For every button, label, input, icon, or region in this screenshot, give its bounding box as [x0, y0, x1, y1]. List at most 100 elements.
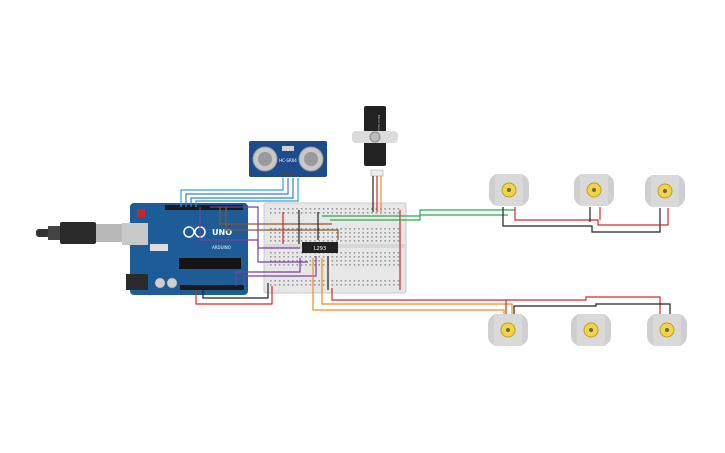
breadboard-hole [305, 208, 307, 210]
breadboard-hole [292, 280, 294, 282]
breadboard-hole [380, 240, 382, 242]
breadboard-hole [305, 212, 307, 214]
breadboard-hole [384, 264, 386, 266]
breadboard-hole [340, 240, 342, 242]
breadboard-hole [393, 284, 395, 286]
breadboard-hole [393, 240, 395, 242]
motor-bottom-1 [488, 314, 528, 346]
breadboard-hole [375, 240, 378, 242]
ic-label: L293 [314, 246, 326, 252]
breadboard-hole [384, 232, 386, 234]
breadboard-hole [393, 264, 395, 266]
breadboard-hole [270, 228, 272, 230]
breadboard-hole [362, 252, 364, 254]
breadboard-hole [278, 256, 281, 258]
breadboard-hole [318, 264, 320, 266]
breadboard-hole [353, 260, 356, 262]
breadboard-hole [340, 256, 342, 258]
ultrasonic-model-label: HC-SR04 [279, 158, 297, 163]
breadboard-hole [283, 260, 285, 262]
breadboard-hole [274, 280, 276, 282]
breadboard-hole [388, 260, 391, 262]
breadboard-hole [344, 240, 347, 242]
breadboard-hole [318, 232, 320, 234]
breadboard-hole [397, 212, 400, 214]
breadboard-hole [340, 208, 342, 210]
breadboard-hole [384, 240, 386, 242]
breadboard-hole [371, 284, 373, 286]
breadboard-hole [388, 208, 391, 210]
breadboard-hole [300, 260, 303, 262]
breadboard-hole [283, 264, 285, 266]
breadboard-hole [384, 256, 386, 258]
breadboard-hole [278, 212, 281, 214]
breadboard-hole [353, 240, 356, 242]
breadboard-hole [270, 256, 272, 258]
breadboard-hole [393, 256, 395, 258]
breadboard-hole [314, 228, 316, 230]
breadboard-hole [393, 280, 395, 282]
breadboard-hole [278, 208, 281, 210]
breadboard-hole [349, 228, 351, 230]
breadboard-hole [305, 232, 307, 234]
breadboard-hole [371, 212, 373, 214]
breadboard-hole [344, 208, 347, 210]
breadboard-hole [353, 208, 356, 210]
breadboard-hole [362, 240, 364, 242]
breadboard-hole [388, 228, 391, 230]
breadboard-hole [366, 232, 369, 234]
breadboard-hole [327, 240, 329, 242]
breadboard-hole [388, 280, 391, 282]
breadboard-hole [388, 284, 391, 286]
breadboard-hole [358, 232, 360, 234]
breadboard-hole [314, 212, 316, 214]
breadboard-hole [366, 284, 369, 286]
breadboard-hole [270, 284, 272, 286]
breadboard-hole [292, 208, 294, 210]
breadboard-hole [305, 284, 307, 286]
breadboard-hole [300, 212, 303, 214]
breadboard-hole [300, 280, 303, 282]
breadboard-hole [340, 280, 342, 282]
breadboard-hole [371, 240, 373, 242]
breadboard-hole [300, 252, 303, 254]
breadboard-hole [362, 232, 364, 234]
breadboard-hole [283, 212, 285, 214]
breadboard-hole [274, 208, 276, 210]
breadboard-hole [384, 212, 386, 214]
breadboard-hole [397, 256, 400, 258]
breadboard-hole [296, 236, 298, 238]
breadboard-hole [380, 228, 382, 230]
motor-top-1 [489, 174, 529, 206]
breadboard-hole [300, 228, 303, 230]
breadboard-hole [388, 212, 391, 214]
motor-top-3 [645, 175, 685, 207]
breadboard-hole [375, 236, 378, 238]
servo-label: Micro Servo [377, 115, 381, 133]
breadboard-hole [397, 236, 400, 238]
breadboard-hole [322, 236, 325, 238]
breadboard-hole [287, 256, 290, 258]
breadboard-hole [384, 284, 386, 286]
breadboard-hole [358, 264, 360, 266]
breadboard-hole [327, 232, 329, 234]
breadboard-hole [366, 280, 369, 282]
breadboard-hole [366, 264, 369, 266]
breadboard-hole [353, 228, 356, 230]
breadboard-hole [362, 280, 364, 282]
breadboard-hole [375, 252, 378, 254]
breadboard-hole [366, 208, 369, 210]
breadboard-hole [327, 212, 329, 214]
breadboard-hole [309, 240, 312, 242]
breadboard-hole [362, 212, 364, 214]
breadboard-hole [292, 240, 294, 242]
breadboard-hole [305, 260, 307, 262]
ultrasonic-sensor: HC-SR04 [249, 141, 327, 177]
breadboard-hole [344, 280, 347, 282]
arduino-sub-label: ARDUINO [212, 245, 231, 250]
breadboard-hole [318, 212, 320, 214]
breadboard-hole [388, 264, 391, 266]
breadboard-hole [309, 284, 312, 286]
breadboard-hole [344, 232, 347, 234]
breadboard-hole [278, 236, 281, 238]
